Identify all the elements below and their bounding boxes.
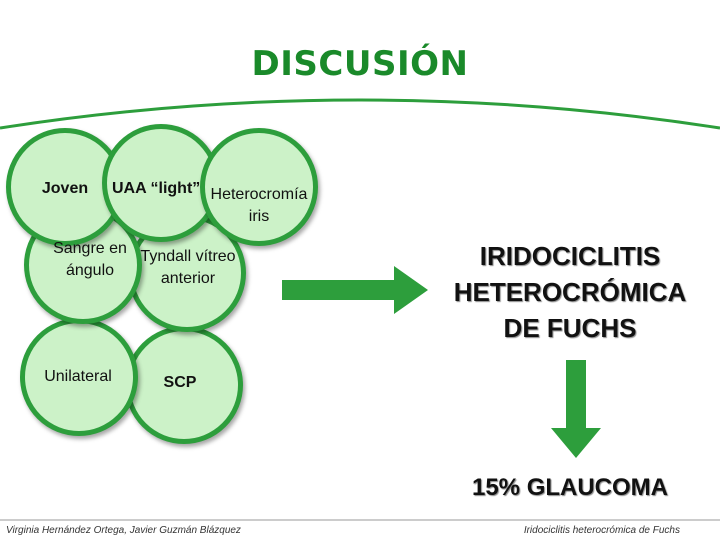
footer-authors: Virginia Hernández Ortega, Javier Guzmán… [6, 525, 241, 536]
diagnosis-line-1: IRIDOCICLITIS [479, 241, 661, 271]
down-arrow-icon [551, 360, 601, 458]
circle-heterocromia [200, 128, 318, 246]
diagnosis-text: IRIDOCICLITIS HETEROCRÓMICA DE FUCHS [430, 238, 710, 346]
top-arc-line [0, 98, 720, 130]
glaucoma-text: 15% GLAUCOMA [471, 474, 669, 501]
page-title: DISCUSIÓN [251, 44, 469, 84]
label-tyndall: Tyndall vítreo anterior [140, 248, 236, 287]
right-arrow-icon [282, 266, 428, 314]
diagnosis-line-2: HETEROCRÓMICA [453, 277, 687, 307]
diagnosis-line-3: DE FUCHS [503, 313, 637, 343]
label-joven: Joven [41, 180, 89, 197]
label-heterocromia: Heterocromía iris [210, 186, 308, 225]
circle-scp [125, 326, 243, 444]
label-sangre: Sangre en ángulo [53, 240, 127, 279]
footer-topic: Iridociclitis heterocrómica de Fuchs [523, 525, 680, 536]
label-unilateral: Unilateral [44, 368, 112, 385]
label-scp: SCP [163, 374, 197, 391]
label-uaa: UAA “light” [112, 180, 200, 197]
